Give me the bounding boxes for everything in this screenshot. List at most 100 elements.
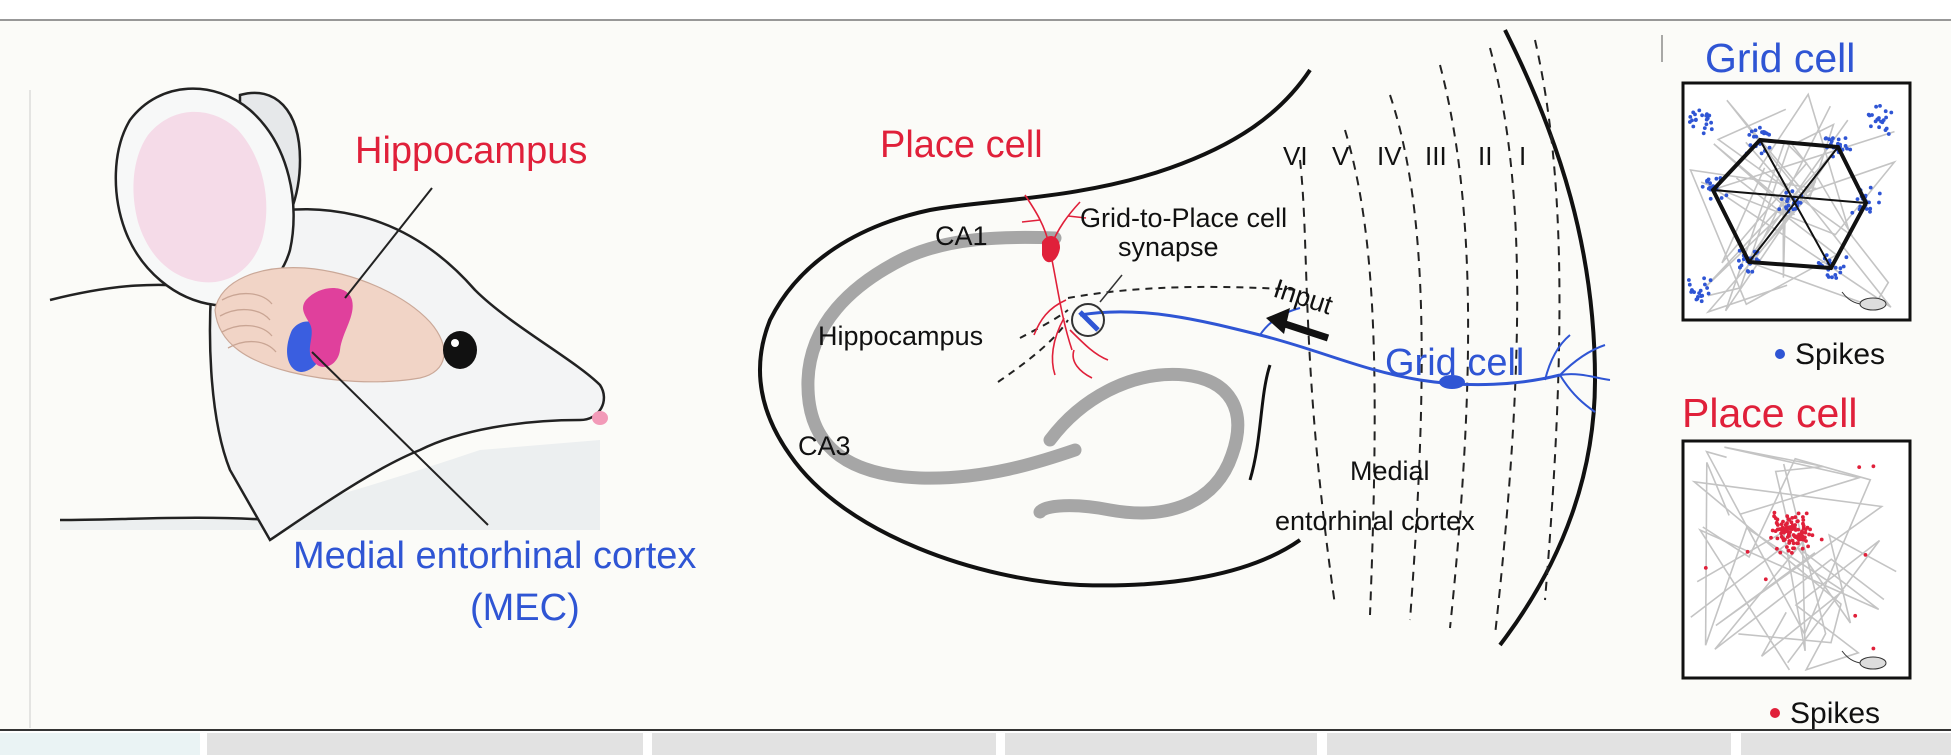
spike-dot	[1801, 518, 1806, 522]
spike-dot	[1708, 196, 1713, 201]
spike-dot	[1747, 133, 1752, 137]
spike-dot	[1773, 516, 1778, 521]
spike-dot	[1784, 527, 1789, 531]
spike-dot	[1877, 125, 1881, 130]
grid-hexagon	[1710, 137, 1869, 271]
spike-dot	[1883, 109, 1888, 114]
spike-dot	[1769, 535, 1773, 540]
spike-dot	[1827, 137, 1831, 142]
spike-dot	[1763, 577, 1768, 582]
mec-pointer	[311, 351, 489, 526]
spike-dot	[1801, 515, 1805, 519]
hippocampus-region	[303, 288, 353, 367]
spike-dot	[1838, 266, 1843, 271]
spike-dot	[1762, 131, 1766, 136]
spike-dot	[1787, 534, 1791, 538]
spike-dot	[1838, 270, 1843, 275]
spike-dot	[1825, 273, 1830, 277]
spike-dot	[1803, 530, 1808, 535]
place-legend-dot	[1770, 708, 1780, 718]
spike-dot	[1864, 207, 1869, 211]
slice-outline	[757, 68, 1312, 588]
spike-dot	[1782, 530, 1786, 535]
spike-dot	[1816, 261, 1821, 265]
mec-circuit-label-line1: Medial	[1350, 456, 1430, 486]
spike-dot	[1877, 200, 1881, 205]
spike-dot	[1719, 196, 1724, 200]
spike-dot	[1873, 119, 1878, 124]
spike-dot	[1714, 176, 1719, 181]
spike-dot	[1698, 288, 1703, 293]
spike-dot	[1789, 525, 1794, 530]
circuit-panel: VI V IV III II I Place cell CA1 CA3 Hipp…	[757, 29, 1611, 647]
spike-dot	[1806, 544, 1810, 549]
spike-dot	[1871, 464, 1876, 469]
spike-dot	[1750, 269, 1755, 274]
spike-dot	[1737, 258, 1741, 263]
spike-dot	[1855, 197, 1860, 202]
spike-dot	[1877, 191, 1882, 196]
spike-dot	[1700, 293, 1705, 298]
spike-dot	[1693, 118, 1698, 122]
spike-dot	[1841, 264, 1846, 269]
fields-panel: Grid cell Spikes Place cell Spikes	[1661, 35, 1912, 730]
spike-dot	[1788, 530, 1792, 534]
cortical-layers	[1299, 39, 1561, 636]
grid-legend-label: Spikes	[1795, 338, 1885, 371]
spike-dot	[1843, 136, 1848, 141]
spike-dot	[1868, 206, 1873, 211]
spike-dot	[1708, 278, 1713, 283]
spike-dot	[1868, 209, 1872, 214]
spike-dot	[1724, 193, 1729, 198]
spike-dot	[1799, 534, 1804, 539]
spike-dot	[1741, 257, 1746, 262]
spike-dot	[1785, 545, 1789, 549]
spike-dot	[1857, 465, 1862, 469]
spike-dot	[1688, 120, 1692, 124]
spike-dot	[1843, 144, 1848, 148]
spike-dot	[1787, 539, 1792, 543]
spike-dot	[1796, 527, 1801, 532]
hippocampus-label: Hippocampus	[355, 130, 587, 172]
spike-dot	[1765, 131, 1769, 136]
mouse-eye	[443, 331, 477, 369]
spike-dot	[1691, 124, 1696, 129]
spike-dot	[1790, 551, 1794, 555]
input-arrow	[1280, 319, 1330, 342]
synapse-label-line2: synapse	[1118, 232, 1219, 262]
spike-dot	[1800, 546, 1805, 551]
spike-dot	[1863, 553, 1868, 557]
spike-dot	[1775, 523, 1780, 527]
spike-dot	[1790, 516, 1795, 520]
spike-dot	[1870, 113, 1874, 117]
spike-dot	[1738, 265, 1742, 270]
spike-dot	[1831, 136, 1835, 141]
spike-dot	[1749, 129, 1754, 134]
layer-label-iii: III	[1425, 141, 1447, 171]
mouse-ear-inner	[133, 111, 267, 283]
spike-dot	[1823, 136, 1828, 141]
spike-dot	[1705, 286, 1709, 290]
spike-dot	[1754, 134, 1759, 139]
trajectory-path	[1782, 463, 1881, 672]
spike-dot	[1780, 525, 1785, 530]
spike-dot	[1889, 110, 1894, 115]
spike-dot	[1695, 296, 1700, 301]
grid-cell-circuit-label: Grid cell	[1385, 342, 1524, 384]
grid-mouse-icon	[1841, 291, 1887, 311]
place-cell-title: Place cell	[1682, 390, 1857, 436]
spike-dot	[1796, 511, 1801, 516]
spike-dot	[1884, 126, 1889, 131]
spike-dot	[1770, 528, 1775, 533]
mouse-panel: Hippocampus Medial entorhinal cortex (ME…	[49, 87, 696, 629]
spike-dot	[1796, 519, 1800, 523]
spike-dot	[1858, 204, 1863, 209]
spike-dot	[1702, 276, 1706, 281]
grid-cell-axon	[1079, 310, 1561, 387]
spike-dot	[1703, 282, 1707, 287]
spike-dot	[1801, 526, 1806, 531]
spike-dot	[1709, 120, 1713, 125]
grid-cell-soma	[1439, 375, 1465, 389]
ca-band	[801, 230, 1082, 485]
layer-labels: VI V IV III II I	[1283, 141, 1526, 171]
